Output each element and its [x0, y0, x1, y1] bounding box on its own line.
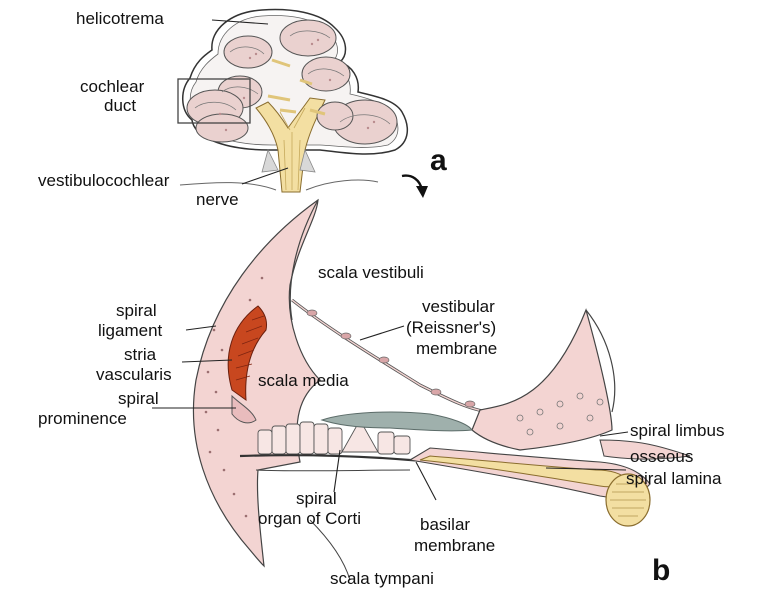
turn-apex-left	[224, 36, 272, 68]
label-vestibular-membrane-line1: vestibular	[422, 297, 495, 316]
label-spiral-prominence-line2: prominence	[38, 409, 127, 428]
label-vestibulocochlear-line2: nerve	[196, 190, 239, 209]
label-spiral-prominence-line1: spiral	[118, 389, 159, 408]
leader-basilar-membrane	[416, 462, 436, 500]
base-lines	[180, 180, 378, 190]
tectorial-membrane	[322, 412, 472, 431]
label-stria-line1: stria	[124, 345, 157, 364]
label-helicotrema: helicotrema	[76, 9, 164, 28]
label-spiral-limbus: spiral limbus	[630, 421, 724, 440]
label-osseous-line1: osseous	[630, 447, 693, 466]
panel-a-cochlea	[178, 10, 428, 198]
turn-apex-right	[280, 20, 336, 56]
turn-lower-right	[317, 102, 353, 130]
label-vestibular-membrane-line2: (Reissner's)	[406, 318, 496, 337]
label-spiral-ligament-line2: ligament	[98, 321, 163, 340]
label-stria-line2: vascularis	[96, 365, 172, 384]
turn-basal-left-lower	[196, 114, 248, 142]
label-spiral-ligament-line1: spiral	[116, 301, 157, 320]
label-organ-of-corti-line1: spiral	[296, 489, 337, 508]
leader-vestibular-membrane	[360, 326, 404, 340]
label-scala-tympani: scala tympani	[330, 569, 434, 588]
label-vestibular-membrane-line3: membrane	[416, 339, 497, 358]
label-scala-media: scala media	[258, 371, 349, 390]
label-osseous-line2: spiral lamina	[626, 469, 722, 488]
turn-middle-right	[302, 57, 350, 91]
zoom-arrowhead	[416, 186, 428, 198]
label-organ-of-corti-line2: organ of Corti	[258, 509, 361, 528]
label-scala-vestibuli: scala vestibuli	[318, 263, 424, 282]
label-basilar-line2: membrane	[414, 536, 495, 555]
label-vestibulocochlear-line1: vestibulocochlear	[38, 171, 170, 190]
label-cochlear-duct-line1: cochlear	[80, 77, 145, 96]
modiolus-bone-left	[262, 150, 278, 172]
panel-letter-a: a	[430, 144, 447, 177]
panel-letter-b: b	[652, 554, 670, 587]
label-basilar-line1: basilar	[420, 515, 470, 534]
label-cochlear-duct-line2: duct	[104, 96, 136, 115]
